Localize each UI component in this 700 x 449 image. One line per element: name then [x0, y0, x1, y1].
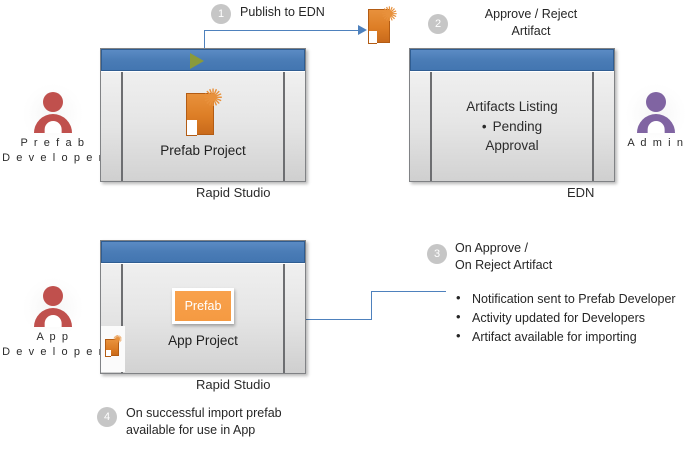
window-app-project[interactable]: ✺ Prefab App Project	[100, 240, 306, 374]
window-body: Artifacts Listing • Pending Approval	[410, 71, 614, 181]
project-title: App Project	[168, 332, 238, 348]
actor-caption-line2: D e v e l o p e r	[2, 346, 104, 358]
window-titlebar	[410, 49, 614, 71]
window-label-rapid-studio-top: Rapid Studio	[196, 185, 271, 200]
connector-3-vertical	[371, 291, 372, 320]
actor-caption-line1: P r e f a b	[20, 137, 86, 149]
person-body-icon	[34, 308, 72, 327]
play-button-icon[interactable]	[190, 53, 204, 69]
step-label-2: Approve / Reject Artifact	[484, 7, 578, 38]
list-item: Activity updated for Developers	[456, 308, 676, 327]
connector-3-horizontal-bottom	[297, 319, 372, 320]
window-label-edn: EDN	[567, 185, 595, 200]
list-item: Notification sent to Prefab Developer	[456, 289, 676, 308]
bullet-dot-icon: •	[481, 118, 487, 134]
imported-artifact-tab[interactable]: ✺	[101, 326, 125, 372]
window-prefab-project[interactable]: ✺ Prefab Project	[100, 48, 306, 182]
prefab-badge-label: Prefab	[184, 298, 222, 313]
actor-prefab-developer: P r e f a b D e v e l o p e r	[2, 84, 102, 164]
project-title: Prefab Project	[160, 143, 246, 159]
prefab-badge: Prefab	[172, 287, 234, 324]
window-edn[interactable]: Artifacts Listing • Pending Approval	[409, 48, 615, 182]
artifacts-listing-title: Artifacts Listing	[466, 99, 558, 115]
outcomes-list: Notification sent to Prefab Developer Ac…	[456, 289, 676, 347]
window-label-rapid-studio-bottom: Rapid Studio	[196, 377, 271, 392]
window-content: ✺ Prefab Project	[125, 72, 281, 181]
window-body: ✺ Prefab Project	[101, 71, 305, 181]
step-badge-1: 1	[211, 4, 231, 24]
actor-caption-line2: D e v e l o p e r	[2, 152, 104, 164]
connector-1-horizontal	[204, 30, 360, 31]
artifact-icon-prefab: ✺	[186, 87, 223, 137]
artifact-icon-imported: ✺	[105, 335, 123, 359]
window-left-panel	[101, 72, 123, 181]
step-badge-4: 4	[97, 407, 117, 427]
step-label-1: Publish to EDN	[240, 5, 325, 19]
window-body: ✺ Prefab App Project	[101, 263, 305, 373]
artifacts-listing-bullet: Pending	[492, 118, 543, 134]
person-head-icon	[646, 92, 666, 112]
actor-admin: A d m i n	[620, 84, 692, 154]
step-label-3: On Approve / On Reject Artifact	[455, 241, 553, 272]
person-head-icon	[43, 286, 63, 306]
connector-1-arrowhead	[358, 25, 367, 35]
person-body-icon	[637, 114, 675, 133]
person-head-icon	[43, 92, 63, 112]
actor-caption-line1: A d m i n	[627, 137, 685, 149]
actor-caption-line1: A p p	[36, 331, 70, 343]
window-titlebar	[101, 241, 305, 263]
step-badge-2: 2	[428, 14, 448, 34]
connector-1-vertical	[204, 30, 205, 56]
window-right-panel	[592, 72, 614, 181]
artifact-icon-published: ✺	[368, 5, 398, 45]
window-right-panel	[283, 264, 305, 373]
step-badge-3: 3	[427, 244, 447, 264]
window-content: Artifacts Listing • Pending Approval	[434, 72, 590, 181]
window-content: Prefab App Project	[125, 264, 281, 373]
window-titlebar	[101, 49, 305, 71]
actor-app-developer: A p p D e v e l o p e r	[2, 278, 102, 358]
artifacts-listing-bullet-line2: Approval	[485, 138, 539, 154]
window-left-panel	[410, 72, 432, 181]
step-label-4: On successful import prefab available fo…	[126, 406, 282, 437]
window-right-panel	[283, 72, 305, 181]
person-body-icon	[34, 114, 72, 133]
list-item: Artifact available for importing	[456, 327, 676, 346]
connector-3-horizontal-top	[371, 291, 446, 292]
